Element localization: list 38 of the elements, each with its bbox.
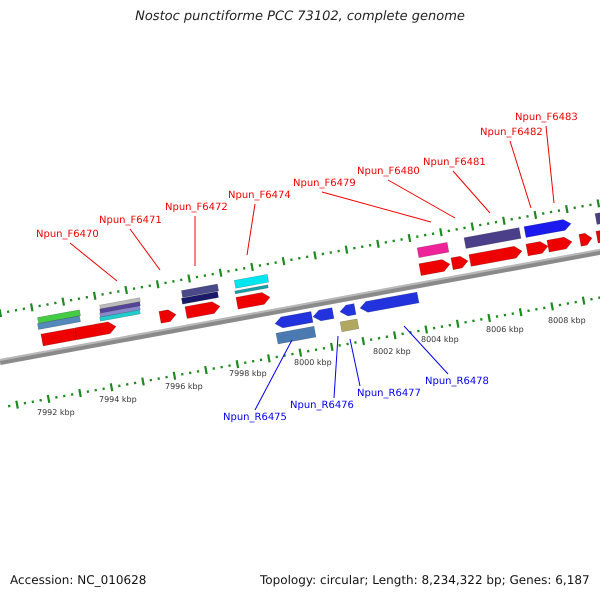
footer-note: Topology: circular; Length: 8,234,322 bp; Genes: 6,187 — [260, 575, 590, 585]
gene-label: Npun_R6478 — [425, 375, 489, 389]
leader-line — [510, 140, 532, 208]
gene-label: Npun_F6470 — [36, 228, 99, 242]
gene-label: Npun_F6479 — [293, 177, 356, 191]
leader-line — [254, 340, 292, 410]
gene-label: Npun_F6481 — [423, 156, 486, 170]
leader-line — [388, 180, 456, 218]
footer-note: Accession: NC_010628 — [10, 575, 146, 585]
scale-label: 7998 kbp — [229, 369, 267, 379]
scale-label: 8006 kbp — [486, 325, 524, 335]
leader-line — [322, 192, 432, 222]
gene-label: Npun_R6477 — [357, 387, 421, 401]
leader-line — [70, 242, 118, 282]
leader-line — [334, 336, 338, 398]
gene-label: Npun_F6474 — [228, 189, 291, 203]
gene-label: Npun_R6475 — [223, 411, 287, 425]
leader-line — [546, 126, 554, 204]
leader-line — [350, 338, 360, 386]
gene-label: Npun_F6480 — [357, 165, 420, 179]
gene-label: Npun_F6472 — [165, 201, 228, 215]
leader-line — [130, 228, 160, 270]
gene-label: Npun_F6483 — [515, 111, 578, 125]
scale-label: 7996 kbp — [165, 382, 203, 392]
title: Nostoc punctiforme PCC 73102, complete genome — [134, 10, 466, 24]
leader-line — [194, 216, 196, 266]
leader-line — [246, 204, 256, 256]
leader-line — [452, 170, 490, 214]
gene-label: Npun_F6471 — [99, 214, 162, 228]
gene-label: Npun_R6476 — [290, 399, 354, 413]
leader-line — [404, 326, 448, 374]
scale-label: 8000 kbp — [294, 358, 332, 368]
scale-label: 7994 kbp — [99, 395, 137, 405]
gene-label: Npun_F6482 — [480, 126, 543, 140]
scale-label: 8002 kbp — [373, 347, 411, 357]
scale-label: 7992 kbp — [37, 408, 75, 418]
scale-label: 8004 kbp — [421, 335, 459, 345]
scale-label: 8008 kbp — [548, 316, 586, 326]
